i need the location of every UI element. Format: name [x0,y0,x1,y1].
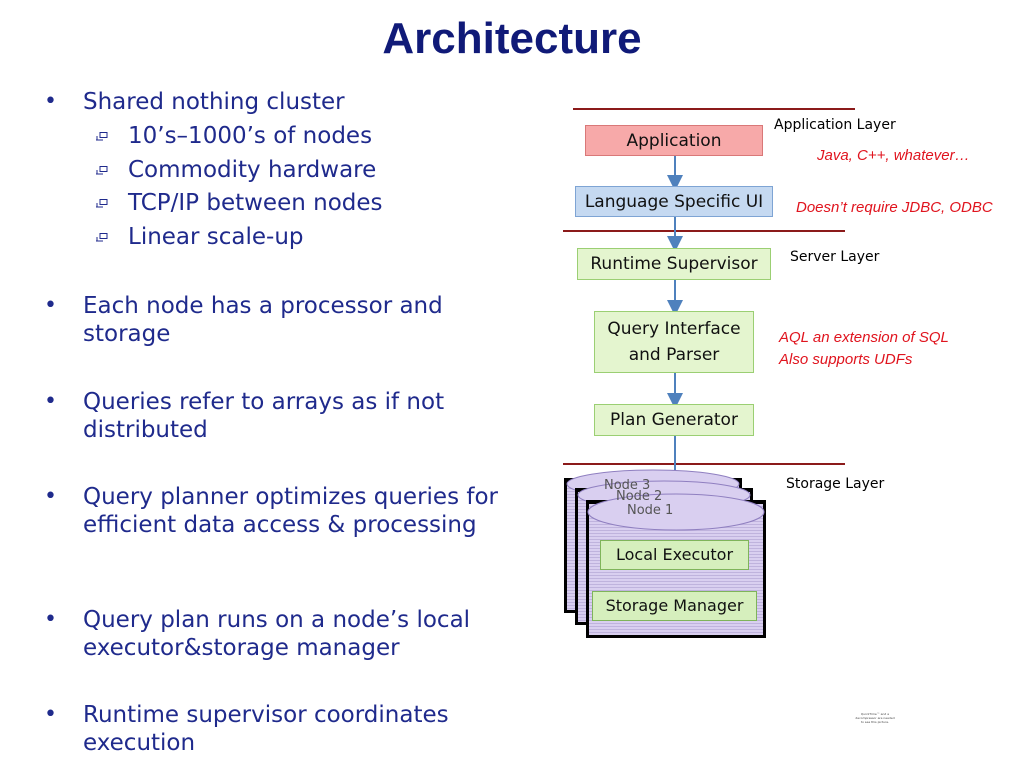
server-layer-rule [563,230,845,232]
bullet-dot: • [44,484,57,509]
storage-manager-box: Storage Manager [592,591,757,621]
note-aql-line2: Also supports UDFs [779,351,913,368]
language-ui-box: Language Specific UI [575,186,773,217]
bullet-text: Query planner optimizes queries for effi… [83,484,498,538]
local-executor-box: Local Executor [600,540,749,570]
subitem-text: 10’s–1000’s of nodes [128,123,373,149]
node-3-label: Node 3 [604,478,651,493]
server-layer-label: Server Layer [790,249,880,265]
application-box: Application [585,125,763,156]
subitem-text: Commodity hardware [128,157,377,183]
bullet-dot: • [44,607,57,632]
runtime-supervisor-box: Runtime Supervisor [577,248,771,280]
query-interface-line1: Query Interface [607,319,741,339]
application-layer-rule [573,108,855,110]
plan-generator-box: Plan Generator [594,404,754,436]
sub-bullet-icon [96,233,108,242]
node-2-label: Node 2 [616,489,663,504]
note-jdbc: Doesn’t require JDBC, ODBC [796,199,993,216]
note-languages: Java, C++, whatever… [817,147,970,164]
node-1-label: Node 1 [627,503,674,518]
bullet-dot: • [44,389,57,414]
subitem-text: TCP/IP between nodes [128,190,383,216]
bullet-text: Each node has a processor and storage [83,293,443,347]
sub-bullet-icon [96,199,108,208]
note-aql-line1: AQL an extension of SQL [779,329,949,346]
quicktime-placeholder-text: QuickTime™ and a decompressor are needed… [855,712,895,724]
bullet-dot: • [44,293,57,318]
application-layer-label: Application Layer [774,117,896,133]
slide-title: Architecture [382,14,642,63]
bullet-text: Queries refer to arrays as if not distri… [83,389,445,443]
sub-bullet-icon [96,132,108,141]
query-interface-box: Query Interface and Parser [594,311,754,373]
storage-layer-label: Storage Layer [786,476,885,492]
storage-layer-rule [563,463,845,465]
bullet-text: Query plan runs on a node’s local execut… [83,607,471,661]
bullet-text: Runtime supervisor coordinates execution [83,702,449,756]
bullet-text: Shared nothing cluster [83,89,345,115]
subitem-text: Linear scale-up [128,224,304,250]
sub-bullet-icon [96,166,108,175]
bullet-dot: • [44,702,57,727]
bullet-dot: • [44,89,57,114]
query-interface-line2: and Parser [628,345,720,365]
